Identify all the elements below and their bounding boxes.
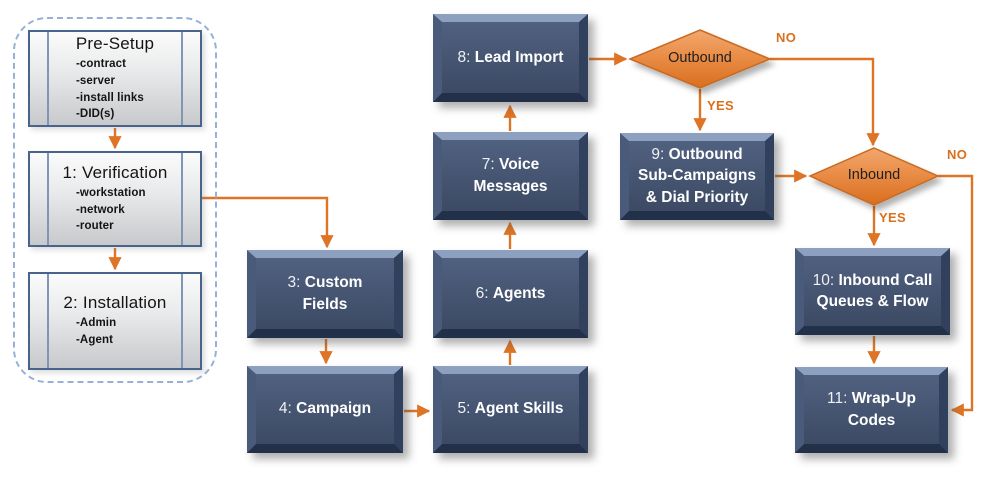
panel-divider-left [47,274,49,368]
list-item: -DID(s) [76,108,115,121]
panel-title: Pre-Setup [75,34,155,54]
decision-label-inbound: Inbound [847,167,901,183]
list-item: -Admin [76,317,117,330]
panel-content: 1: Verification -workstation -network -r… [30,153,200,245]
step-box-agents: 6: Agents [433,250,588,338]
step-box-custom-fields: 3: Custom Fields [247,250,403,338]
step-box-wrapup-codes: 11: Wrap-Up Codes [795,367,948,453]
list-item: -Agent [76,334,114,346]
step-box-lead-import: 8: Lead Import [433,14,588,102]
list-item: -install links [76,91,144,104]
decision-diamond-inbound [808,147,940,206]
panel-item-list: -Admin -Agent [54,315,176,348]
panel-content: Pre-Setup -contract -server -install lin… [30,32,200,125]
decision-label-outbound: Outbound [668,50,732,66]
step-box-agent-skills: 5: Agent Skills [433,366,588,453]
panel-item-list: -workstation -network -router [54,185,176,235]
panel-divider-left [47,153,49,245]
panel-divider-left [47,32,49,125]
step-label: 8: Lead Import [457,48,564,66]
step-label: 6: Agents [475,284,546,302]
panel-title: 2: Installation [63,293,167,313]
panel-divider-right [181,32,183,125]
step-label: 3: Custom Fields [287,274,363,313]
step-box-inbound-call-queues: 10: Inbound Call Queues & Flow [795,248,950,335]
branch-label-inbound-yes: YES [879,210,906,225]
panel-divider-right [181,153,183,245]
panel-divider-right [181,274,183,368]
branch-label-inbound-no: NO [947,147,968,162]
list-item: -network [76,203,125,216]
step-label: 5: Agent Skills [457,400,564,418]
branch-label-outbound-no: NO [776,30,797,45]
branch-label-outbound-yes: YES [707,98,734,113]
pre-setup-group-container [13,17,217,383]
step-label: 11: Wrap-Up Codes [826,390,916,429]
list-item: -server [76,74,116,87]
step-label: 4: Campaign [278,400,372,418]
list-item: -workstation [76,186,146,199]
step-box-outbound-subcampaigns: 9: Outbound Sub-Campaigns & Dial Priorit… [620,133,774,220]
panel-verification: 1: Verification -workstation -network -r… [28,151,202,247]
panel-content: 2: Installation -Admin -Agent [30,274,200,368]
step-box-campaign: 4: Campaign [247,366,403,453]
panel-pre-setup: Pre-Setup -contract -server -install lin… [28,30,202,127]
step-label: 10: Inbound Call Queues & Flow [812,271,933,310]
panel-title: 1: Verification [62,162,168,182]
list-item: -router [76,220,114,233]
panel-item-list: -contract -server -install links -DID(s) [54,56,176,123]
connector-inbound-no [938,174,974,417]
decision-diamond-outbound [628,29,772,89]
connector-outbound-no [770,57,880,147]
connector-verification-to-custom-fields [202,196,334,249]
list-item: -contract [76,58,127,71]
step-label: 9: Outbound Sub-Campaigns & Dial Priorit… [638,145,756,206]
step-label: 7: Voice Messages [473,156,548,195]
step-box-voice-messages: 7: Voice Messages [433,132,588,220]
panel-installation: 2: Installation -Admin -Agent [28,272,202,370]
